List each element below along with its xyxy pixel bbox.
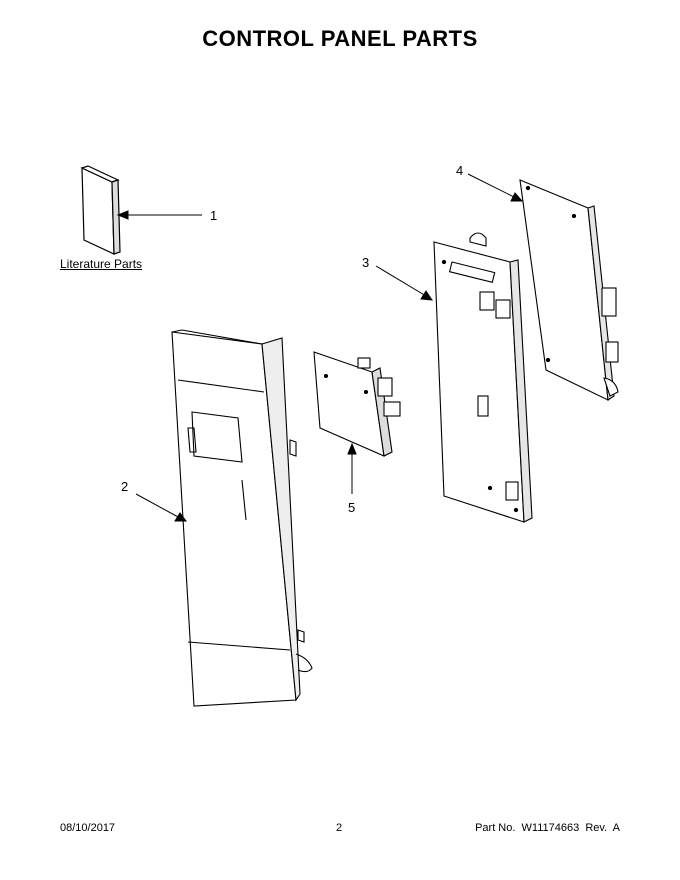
callout-1: 1 xyxy=(210,208,218,223)
footer-part-number: Part No. W11174663 Rev. A xyxy=(475,822,620,834)
literature-booklet xyxy=(80,165,121,255)
footer-page-number: 2 xyxy=(336,822,343,834)
callout-4: 4 xyxy=(456,163,464,178)
callout-3: 3 xyxy=(362,255,370,270)
literature-parts-label: Literature Parts xyxy=(60,257,143,271)
page-title: CONTROL PANEL PARTS xyxy=(202,26,478,51)
control-panel-front xyxy=(171,329,313,707)
control-board xyxy=(313,351,401,457)
leader-lines xyxy=(116,173,524,522)
circuit-board xyxy=(519,179,619,401)
callout-5: 5 xyxy=(348,500,356,515)
mounting-frame xyxy=(433,232,533,523)
footer-date: 08/10/2017 xyxy=(60,822,116,834)
callout-2: 2 xyxy=(121,479,129,494)
